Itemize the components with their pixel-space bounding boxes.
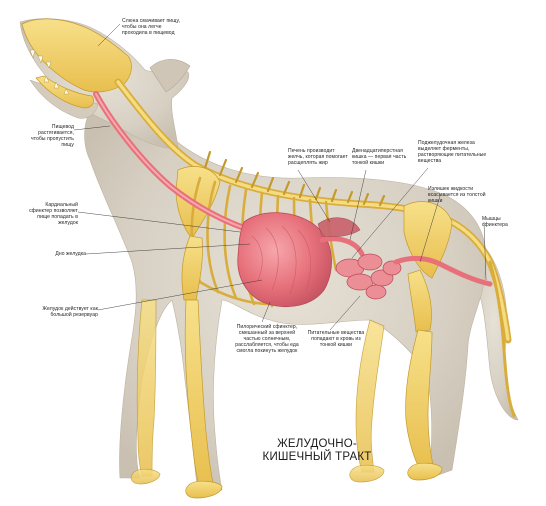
label-saliva: Слюна смачивает пищу, чтобы она легче пр…	[122, 18, 184, 36]
front-leg-far	[137, 300, 156, 476]
label-liver: Печень производит желчь, которая помогае…	[288, 148, 350, 166]
front-paw-near	[186, 481, 222, 498]
label-anal-muscles: Мышцы сфинктера	[482, 216, 522, 228]
label-pyloric: Пилорический сфинктер, смешанный за верх…	[234, 324, 300, 354]
title-line-2: КИШЕЧНЫЙ ТРАКТ	[262, 451, 372, 464]
diagram-title: ЖЕЛУДОЧНО- КИШЕЧНЫЙ ТРАКТ	[262, 438, 372, 464]
label-stomach-tank: Желудок действует как большой резервуар	[32, 306, 98, 318]
label-cardiac-sphincter: Кардиальный сфинктер позволяет пище попа…	[22, 202, 78, 226]
label-nutrients: Питательные вещества попадают в кровь из…	[306, 330, 366, 348]
title-line-1: ЖЕЛУДОЧНО-	[262, 438, 372, 451]
hind-paw-near	[408, 463, 442, 480]
label-duodenum: Двенадцатиперстная кишка — первая часть …	[352, 148, 412, 166]
stomach	[238, 213, 332, 307]
label-esophagus: Пищевод растягивается, чтобы пропустить …	[30, 124, 74, 148]
label-water: Излишек жидкости всасывается из толстой …	[428, 186, 490, 204]
hind-paw-far	[350, 465, 384, 482]
label-pancreas: Поджелудочная железа выделяет ферменты, …	[418, 140, 488, 164]
front-paw-far	[131, 469, 160, 484]
label-stomach-bottom: Дно желудка	[40, 251, 86, 257]
